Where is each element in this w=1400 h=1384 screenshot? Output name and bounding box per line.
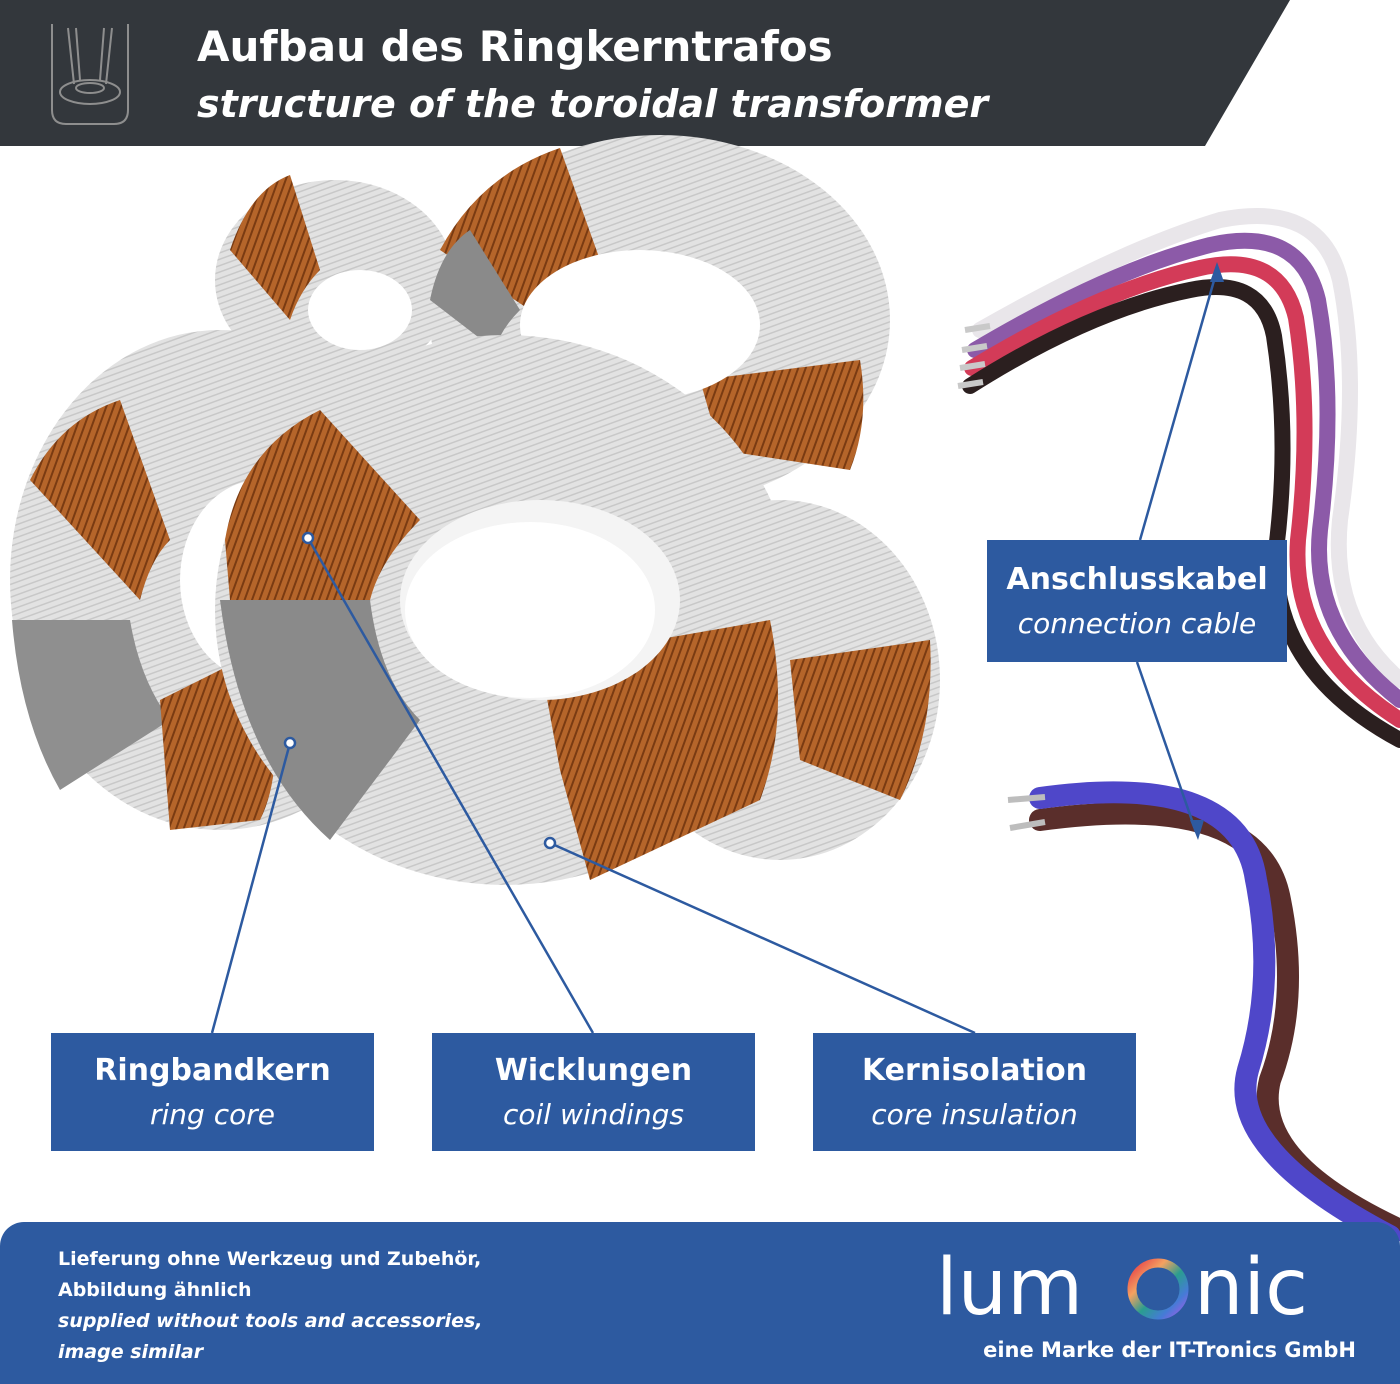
label-ring-core-en: ring core bbox=[150, 1098, 275, 1131]
label-core-insulation: Kernisolation core insulation bbox=[813, 1033, 1136, 1151]
svg-text:nic: nic bbox=[1194, 1243, 1308, 1333]
footer-banner: Lieferung ohne Werkzeug und Zubehör, Abb… bbox=[0, 1222, 1400, 1384]
note-en-line1: supplied without tools and accessories, bbox=[58, 1310, 483, 1332]
toroid-back-left bbox=[215, 175, 455, 380]
label-coil-windings-de: Wicklungen bbox=[494, 1053, 693, 1088]
header-background bbox=[0, 0, 1290, 146]
delivery-notes: Lieferung ohne Werkzeug und Zubehör, Abb… bbox=[58, 1244, 483, 1368]
twin-cable-bare-ends bbox=[1007, 794, 1046, 831]
label-ring-core: Ringbandkern ring core bbox=[51, 1033, 374, 1151]
label-connection-cable: Anschlusskabel connection cable bbox=[987, 540, 1287, 662]
multicolor-connection-cable bbox=[962, 208, 1400, 748]
brand-tagline: eine Marke der IT-Tronics GmbH bbox=[983, 1338, 1356, 1362]
toroid-front bbox=[215, 335, 795, 885]
toroidal-transformer-icon bbox=[51, 24, 129, 125]
title-english: structure of the toroidal transformer bbox=[197, 82, 989, 126]
label-core-insulation-en: core insulation bbox=[871, 1098, 1078, 1131]
brand-block: lum nic eine Marke der IT-Tronics GmbH bbox=[936, 1234, 1356, 1374]
label-connection-cable-de: Anschlusskabel bbox=[1006, 562, 1268, 597]
label-ring-core-de: Ringbandkern bbox=[94, 1053, 331, 1088]
label-coil-windings: Wicklungen coil windings bbox=[432, 1033, 755, 1151]
lumonic-logo: lum nic bbox=[936, 1243, 1308, 1333]
note-de-line2: Abbildung ähnlich bbox=[58, 1279, 252, 1301]
label-coil-windings-en: coil windings bbox=[502, 1098, 685, 1131]
svg-text:lum: lum bbox=[936, 1243, 1083, 1333]
leader-lines bbox=[210, 262, 1224, 1035]
header-banner: Aufbau des Ringkerntrafos structure of t… bbox=[0, 0, 1400, 146]
twin-speaker-cable bbox=[1029, 781, 1400, 1247]
note-de-line1: Lieferung ohne Werkzeug und Zubehör, bbox=[58, 1248, 482, 1270]
label-connection-cable-en: connection cable bbox=[1017, 607, 1257, 640]
cable-bare-ends bbox=[957, 323, 991, 389]
toroid-back-right bbox=[430, 135, 890, 505]
note-en-line2: image similar bbox=[58, 1341, 204, 1363]
title-german: Aufbau des Ringkerntrafos bbox=[197, 22, 833, 71]
label-core-insulation-de: Kernisolation bbox=[861, 1053, 1088, 1088]
